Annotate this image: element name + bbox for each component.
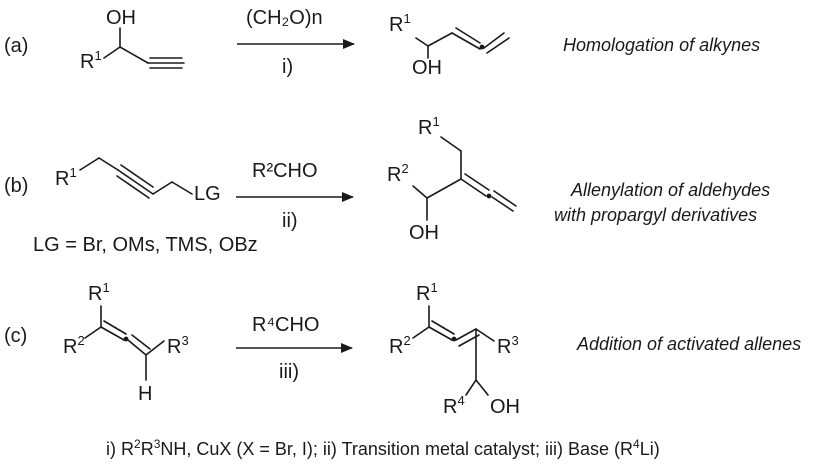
row-c-reactant-bond-r2 [84, 326, 102, 339]
row-c-product-bond-r3 [475, 328, 495, 342]
row-b: (b) R1 LG LG = Br, OMs, TMS, OBz R²CHO i… [4, 114, 770, 256]
row-c-product-bond-oh [475, 379, 489, 396]
row-c-product-oh: OH [490, 396, 520, 418]
row-c-product-allene [428, 320, 480, 347]
row-c-reactant: R1 R2 R3 H [63, 280, 189, 405]
row-b-product-oh: OH [409, 222, 439, 244]
row-b-reactant-bond-ch2 [98, 157, 119, 171]
row-a-product: R1 OH [389, 11, 510, 79]
row-c-product-r2: R2 [389, 333, 411, 358]
row-a-product-allene [451, 27, 510, 54]
row-a-description: Homologation of alkynes [563, 35, 760, 55]
row-a-product-bond-c [427, 32, 453, 47]
row-b-product-bond-r1 [440, 136, 462, 152]
row-c-reactant-bond-r3 [145, 340, 165, 356]
row-c-reactant-allene [100, 320, 151, 356]
row-b-label: (b) [4, 175, 28, 197]
row-c-product-bond-r2 [412, 326, 430, 339]
row-b-reactant-r1: R1 [55, 165, 77, 190]
row-b-product-bond-c [426, 178, 462, 199]
row-a-product-bond-r1 [415, 37, 429, 47]
row-b-reactant-bond-ch2b [152, 181, 173, 195]
row-c-description: Addition of activated allenes [576, 334, 801, 354]
row-b-reactant-lg: LG [194, 183, 221, 205]
row-c-reactant-r2: R2 [63, 333, 85, 358]
row-c-product-bond-r4 [465, 379, 477, 396]
row-b-product-bond-r2 [412, 185, 428, 199]
row-b-product-allene [460, 173, 517, 212]
row-b-description-line2: with propargyl derivatives [554, 205, 757, 225]
row-b-condition: ii) [282, 210, 298, 232]
row-b-product-r1: R1 [418, 114, 440, 139]
row-a: (a) OH R1 (CH₂O)n i) R1 OH [4, 7, 760, 79]
row-c-product: R1 R2 R3 R4 OH [389, 280, 520, 418]
row-b-reactant-bond-r1 [79, 157, 100, 171]
row-c-reactant-r3: R3 [167, 333, 189, 358]
row-c: (c) R1 R2 R3 H R⁴CHO iii) R1 R2 [4, 280, 801, 418]
row-a-label: (a) [4, 35, 28, 57]
row-c-reagent: R⁴CHO [252, 314, 319, 336]
row-a-reactant-bond-c [119, 46, 149, 64]
row-a-condition: i) [282, 56, 293, 78]
row-c-product-r1: R1 [416, 280, 438, 305]
row-b-description: Allenylation of aldehydes with propargyl… [554, 180, 770, 225]
row-b-leaving-groups: LG = Br, OMs, TMS, OBz [33, 234, 258, 256]
row-a-product-oh: OH [412, 57, 442, 79]
row-c-reactant-h: H [138, 383, 152, 405]
row-a-reactant-r1: R1 [80, 48, 102, 73]
row-c-label: (c) [4, 325, 27, 347]
row-b-reactant-bond-lg [171, 181, 193, 195]
row-b-reactant: R1 LG [55, 157, 221, 205]
conditions-footnote: i) R2R3NH, CuX (X = Br, I); ii) Transiti… [106, 437, 660, 459]
row-a-reactant-bond-r1 [103, 46, 121, 59]
row-c-condition: iii) [279, 361, 299, 383]
row-a-reactant: OH R1 [80, 7, 185, 73]
row-c-product-r4: R4 [443, 393, 465, 418]
row-a-product-r1: R1 [389, 11, 411, 36]
row-a-reactant-oh: OH [106, 7, 136, 29]
row-b-reactant-triple-bond [116, 164, 154, 199]
row-b-description-line1: Allenylation of aldehydes [570, 180, 770, 200]
row-b-reagent: R²CHO [252, 160, 318, 182]
row-a-reagent: (CH₂O)n [246, 7, 323, 29]
row-c-reactant-r1: R1 [88, 280, 110, 305]
row-c-product-r3: R3 [497, 333, 519, 358]
row-a-reactant-triple-bond [147, 57, 185, 69]
row-b-product-r2: R2 [387, 161, 409, 186]
row-b-product: R1 R2 OH [387, 114, 517, 244]
